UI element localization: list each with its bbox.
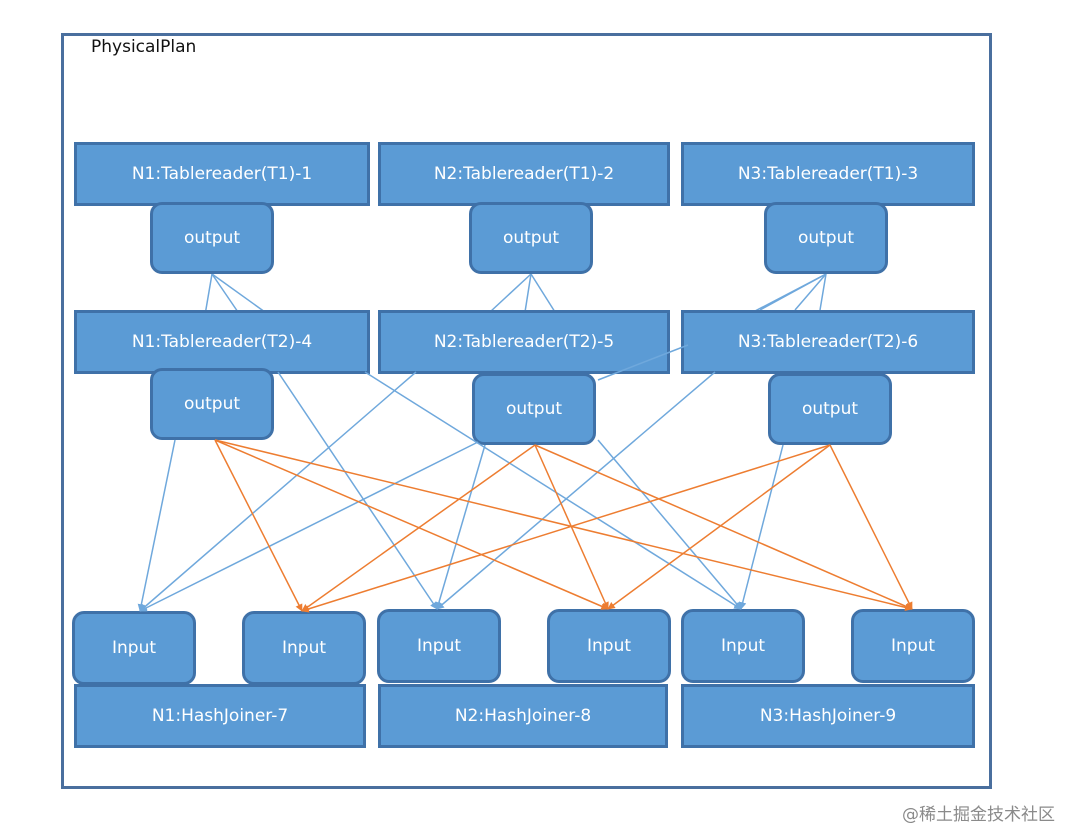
tablereader-t1-n2: N2:Tablereader(T1)-2 bbox=[378, 142, 670, 206]
edge-o-o1-in2b bbox=[214, 439, 609, 610]
tablereader-t2-n2: N2:Tablereader(T2)-5 bbox=[378, 310, 670, 374]
watermark: @稀土掘金技术社区 bbox=[902, 805, 1055, 825]
edge-o-o1-in3b bbox=[214, 439, 913, 612]
hashjoiner-n2: N2:HashJoiner-8 bbox=[378, 684, 668, 748]
edge-o-o1-in1b bbox=[214, 439, 303, 612]
edge-t1n3-t2n3 bbox=[794, 273, 827, 311]
tablereader-t2-n3: N3:Tablereader(T2)-6 bbox=[681, 310, 975, 374]
edge-t1n2-t2n2c bbox=[530, 273, 556, 313]
edge-b-o6-in3a bbox=[739, 444, 784, 610]
edge-b-o5-r6 bbox=[597, 344, 689, 381]
output-t1-n1: output bbox=[150, 202, 274, 274]
edge-b-r5-in1a bbox=[139, 371, 417, 612]
edge-o-o3-in3b bbox=[829, 444, 913, 610]
edge-t1n2-t2n2 bbox=[489, 273, 532, 313]
edge-o-o3-in1b bbox=[301, 444, 831, 613]
edge-t1n3-t2n3b bbox=[819, 273, 827, 311]
output-t2-n2: output bbox=[472, 373, 596, 445]
input-n2-a: Input bbox=[377, 609, 501, 683]
edge-b-r6-in2a bbox=[436, 371, 716, 610]
input-n3-a: Input bbox=[681, 609, 805, 683]
edge-t1n2-t2n2b bbox=[524, 273, 532, 313]
output-t2-n3: output bbox=[768, 373, 892, 445]
diagram-title: PhysicalPlan bbox=[91, 37, 197, 57]
tablereader-t2-n1: N1:Tablereader(T2)-4 bbox=[74, 310, 370, 374]
output-t1-n2: output bbox=[469, 202, 593, 274]
hashjoiner-n1: N1:HashJoiner-7 bbox=[74, 684, 366, 748]
input-n2-b: Input bbox=[547, 609, 671, 683]
output-t2-n1: output bbox=[150, 368, 274, 440]
edge-o-o2-in3b bbox=[534, 444, 913, 610]
input-n1-a: Input bbox=[72, 611, 196, 685]
edge-b-o1-in1a bbox=[137, 439, 176, 612]
edge-b-r4-in2a bbox=[277, 371, 438, 610]
output-t1-n3: output bbox=[764, 202, 888, 274]
edge-t1n1-t2n1 bbox=[204, 273, 213, 316]
hashjoiner-n3: N3:HashJoiner-9 bbox=[681, 684, 975, 748]
edge-o-o3-in2b bbox=[607, 444, 831, 610]
edge-o-o2-in1b bbox=[301, 444, 536, 612]
edge-b-r4-in3a bbox=[364, 371, 742, 610]
edge-b-o5-in2a bbox=[435, 444, 486, 610]
edge-b-o5-in1a-2 bbox=[139, 441, 479, 612]
tablereader-t1-n3: N3:Tablereader(T1)-3 bbox=[681, 142, 975, 206]
edge-t1n1-t2n1b bbox=[211, 273, 241, 316]
input-n3-b: Input bbox=[851, 609, 975, 683]
tablereader-t1-n1: N1:Tablereader(T1)-1 bbox=[74, 142, 370, 206]
edge-b-o5-in3a bbox=[597, 439, 742, 610]
